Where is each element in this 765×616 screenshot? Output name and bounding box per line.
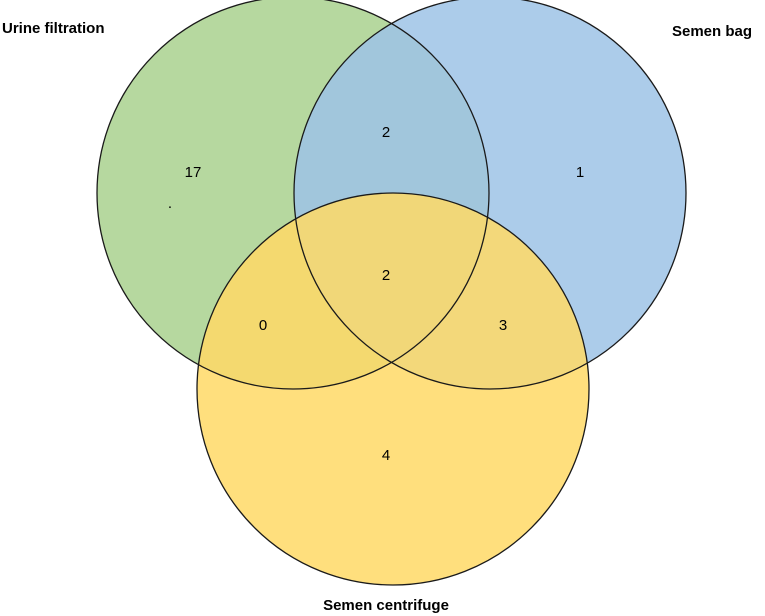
semen-bag-outline (293, 0, 687, 390)
set-label-urine-filtration: Urine filtration (2, 20, 105, 37)
semen-centrifuge-circle (197, 193, 589, 585)
count-bag-centrifuge: 3 (499, 317, 507, 334)
count-urine-only: 17 (185, 164, 202, 181)
count-all-three: 2 (382, 267, 390, 284)
count-urine-centrifuge: 0 (259, 317, 267, 334)
count-bag-only: 1 (576, 164, 584, 181)
set-label-semen-bag: Semen bag (672, 23, 752, 40)
count-urine-bag: 2 (382, 124, 390, 141)
stray-dot-mark: . (168, 195, 172, 212)
semen-centrifuge-outline (196, 192, 590, 586)
set-label-semen-centrifuge: Semen centrifuge (323, 597, 449, 614)
urine-filtration-outline (96, 0, 490, 390)
count-centrifuge-only: 4 (382, 447, 390, 464)
